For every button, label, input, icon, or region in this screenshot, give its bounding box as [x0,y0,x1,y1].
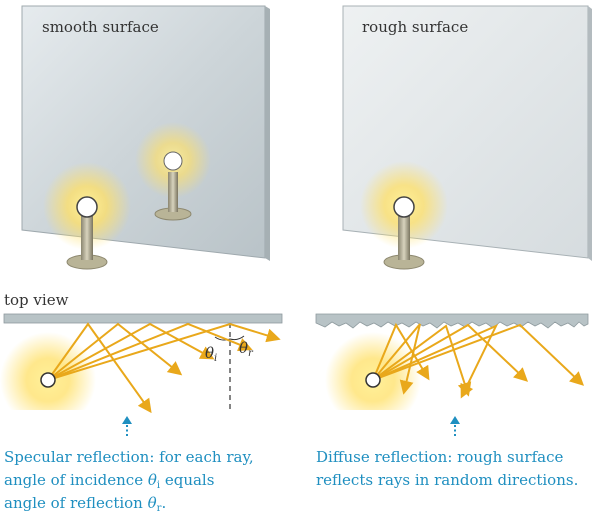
specular-ray-3 [47,322,253,381]
svg-text:Specular reflection: for each: Specular reflection: for each ray, [4,448,254,466]
light-source-rough [365,372,381,388]
specular-caption: Specular reflection: for each ray, angle… [4,448,254,514]
svg-text:angle of incidence θi equals: angle of incidence θi equals [4,471,214,491]
top-view-label: top view [4,291,69,309]
svg-text:angle of reflection θr.: angle of reflection θr. [4,494,166,514]
diffuse-caption: Diffuse reflection: rough surface reflec… [316,448,578,489]
smooth-top-view: θi θr [0,313,283,414]
specular-pointer [122,416,132,436]
diffuse-ray-2 [372,324,472,397]
specular-ray-1 [47,322,183,381]
specular-ray-0 [47,322,152,414]
theta-i-label: θi [205,344,217,364]
smooth-surface-label: smooth surface [42,18,159,36]
lamp [43,162,131,270]
reflected-lamp [135,122,211,221]
diffuse-ray-1 [372,323,421,395]
diffuse-ray-4 [372,323,499,399]
lamp-rough [360,161,448,270]
rough-surface-strip [315,313,589,329]
light-source [40,372,56,388]
specular-ray-2 [47,322,215,381]
rough-surface-label: rough surface [362,18,468,36]
rough-surface-panel: rough surface [342,5,592,270]
smooth-rays [47,322,281,414]
svg-text:reflects rays in random direct: reflects rays in random directions. [316,471,578,489]
smooth-mirror-panel: smooth surface [21,5,270,270]
diffuse-rays [372,322,585,399]
svg-text:Diffuse reflection: rough surf: Diffuse reflection: rough surface [316,448,563,466]
theta-r-label: θr [239,339,254,359]
specular-ray-4 [47,322,281,381]
diffuse-ray-3 [372,323,529,382]
diffuse-ray-5 [372,323,585,386]
diffuse-pointer [450,416,460,436]
rough-top-view [315,313,589,410]
